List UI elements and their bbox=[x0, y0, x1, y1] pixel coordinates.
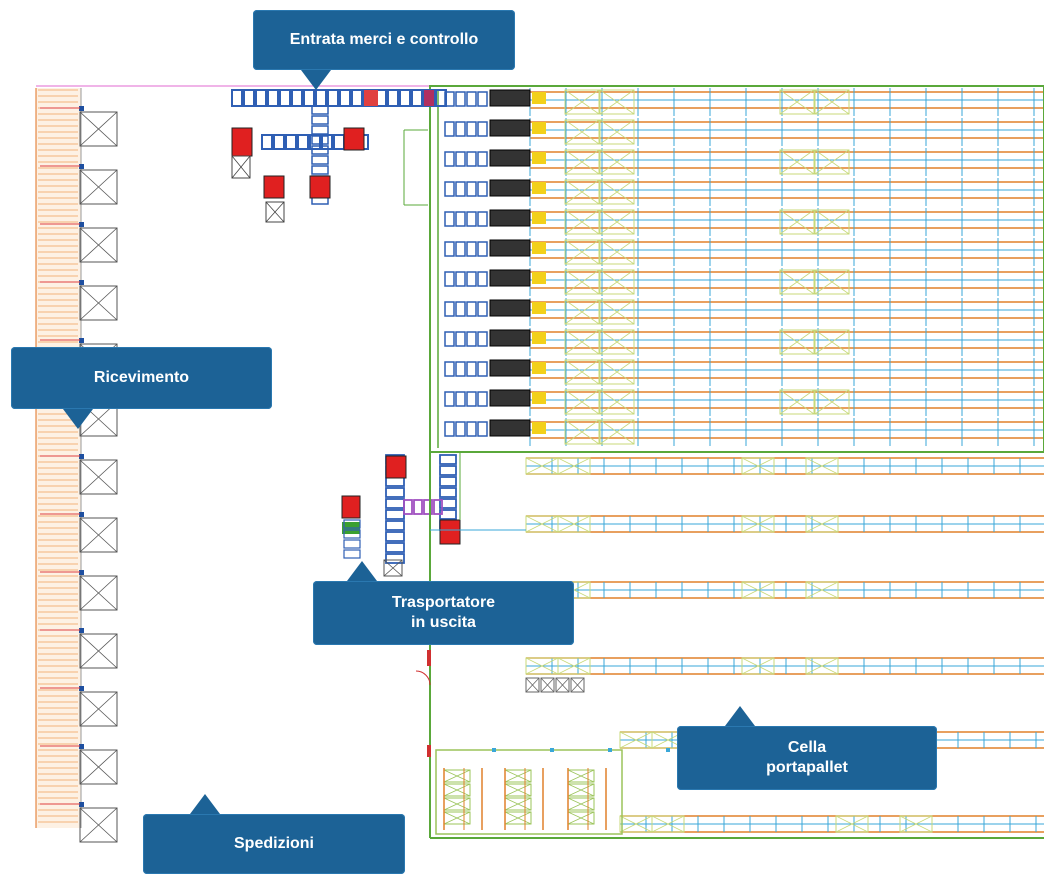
rack-row bbox=[444, 118, 1044, 146]
callout-entrata-merci: Entrata merci e controllo bbox=[253, 10, 515, 90]
callout-cella-portapallet: Cella portapallet bbox=[677, 706, 937, 790]
loading-docks bbox=[35, 85, 430, 843]
rack-row bbox=[444, 178, 1044, 206]
callout-trasportatore-label: Trasportatore in uscita bbox=[391, 594, 496, 631]
callout-pointer bbox=[63, 409, 93, 429]
dock-door bbox=[40, 106, 118, 147]
pallet-rack-row bbox=[619, 815, 1044, 833]
pallet-rack-unit bbox=[567, 768, 607, 830]
rack-row bbox=[444, 238, 1044, 266]
pallet-rack-row bbox=[525, 657, 1044, 675]
rack-row bbox=[444, 418, 1044, 446]
callout-trasportatore: Trasportatore in uscita bbox=[313, 561, 574, 645]
dock-door bbox=[40, 628, 118, 669]
building-walls bbox=[403, 129, 1044, 839]
conveyor-system bbox=[231, 89, 461, 577]
callout-spedizioni-label: Spedizioni bbox=[234, 835, 314, 852]
rack-row bbox=[444, 298, 1044, 326]
dock-door bbox=[40, 570, 118, 611]
dock-door bbox=[40, 802, 118, 843]
rack-row bbox=[444, 148, 1044, 176]
dock-door bbox=[40, 744, 118, 785]
rack-row bbox=[444, 208, 1044, 236]
callout-pointer bbox=[347, 561, 377, 581]
callout-spedizioni: Spedizioni bbox=[143, 794, 405, 874]
dock-door bbox=[40, 686, 118, 727]
high-bay-racking bbox=[429, 85, 1044, 453]
pallet-rack-row bbox=[525, 515, 1044, 533]
pallet-rack-row bbox=[525, 457, 1044, 475]
dock-door bbox=[40, 454, 118, 495]
pallet-rack-unit bbox=[504, 768, 544, 830]
callout-ricevimento: Ricevimento bbox=[11, 347, 272, 429]
rack-row bbox=[444, 88, 1044, 116]
dock-door bbox=[40, 164, 118, 205]
dock-door bbox=[40, 280, 118, 321]
dock-door bbox=[40, 222, 118, 263]
callout-pointer bbox=[190, 794, 220, 814]
dock-door bbox=[40, 512, 118, 553]
callout-cella-label: Cella portapallet bbox=[766, 739, 848, 776]
pallet-rack-row bbox=[525, 581, 1044, 599]
callout-entrata-merci-label: Entrata merci e controllo bbox=[289, 31, 479, 48]
pallet-rack-unit bbox=[443, 768, 483, 830]
rack-row bbox=[444, 328, 1044, 356]
rack-row bbox=[444, 358, 1044, 386]
callout-ricevimento-label: Ricevimento bbox=[93, 369, 190, 386]
rack-row bbox=[444, 388, 1044, 416]
rack-row bbox=[444, 268, 1044, 296]
callout-pointer bbox=[725, 706, 755, 726]
callout-pointer bbox=[301, 70, 331, 90]
